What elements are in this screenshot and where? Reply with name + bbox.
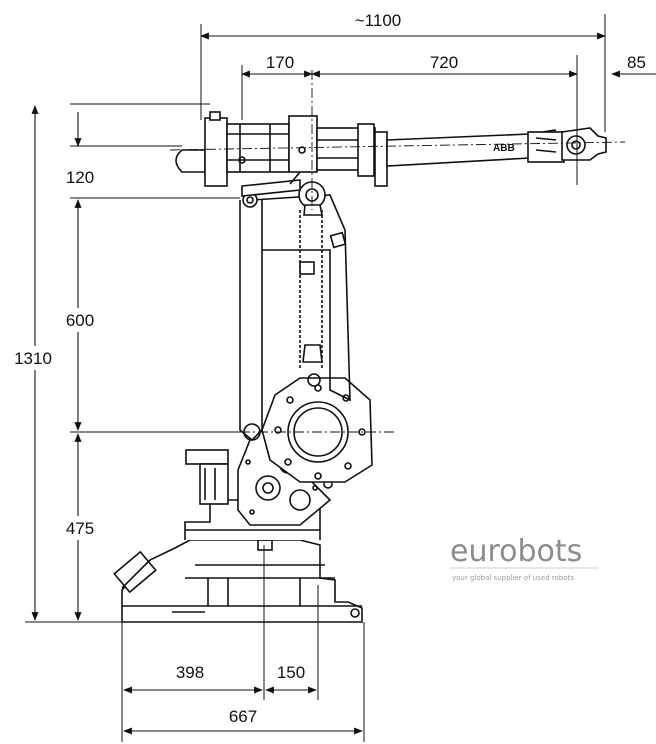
- dim-label-1310: 1310: [14, 349, 52, 368]
- lower-arm: [239, 194, 351, 442]
- dim-label-475: 475: [66, 519, 94, 538]
- centerlines: [169, 70, 626, 433]
- dim-label-85: 85: [627, 53, 646, 72]
- dim-label-120: 120: [66, 168, 94, 187]
- abb-marking: ABB: [493, 143, 515, 154]
- dim-label-150: 150: [277, 663, 305, 682]
- dim-label-398: 398: [176, 663, 204, 682]
- watermark-tagline: your global supplier of used robots: [452, 574, 574, 582]
- dim-label-720: 720: [430, 53, 458, 72]
- robot-outline: [113, 111, 607, 623]
- dim-label-667: 667: [229, 707, 257, 726]
- wrist: [561, 127, 607, 161]
- shoulder-joint: [261, 377, 373, 483]
- robot-base: [113, 539, 363, 623]
- forearm: [386, 129, 565, 167]
- dim-label-170: 170: [266, 53, 294, 72]
- eurobots-watermark: eurobots your global supplier of used ro…: [450, 534, 598, 582]
- dim-label-1100: ~1100: [355, 11, 401, 30]
- dimension-labels: ~1100 170 720 85 120 600 1310 475 398 15…: [10, 9, 646, 726]
- upper-arm-housing: [175, 111, 388, 187]
- elbow-joint: [241, 179, 326, 216]
- watermark-logo: eurobots: [450, 534, 582, 569]
- dim-label-600: 600: [66, 311, 94, 330]
